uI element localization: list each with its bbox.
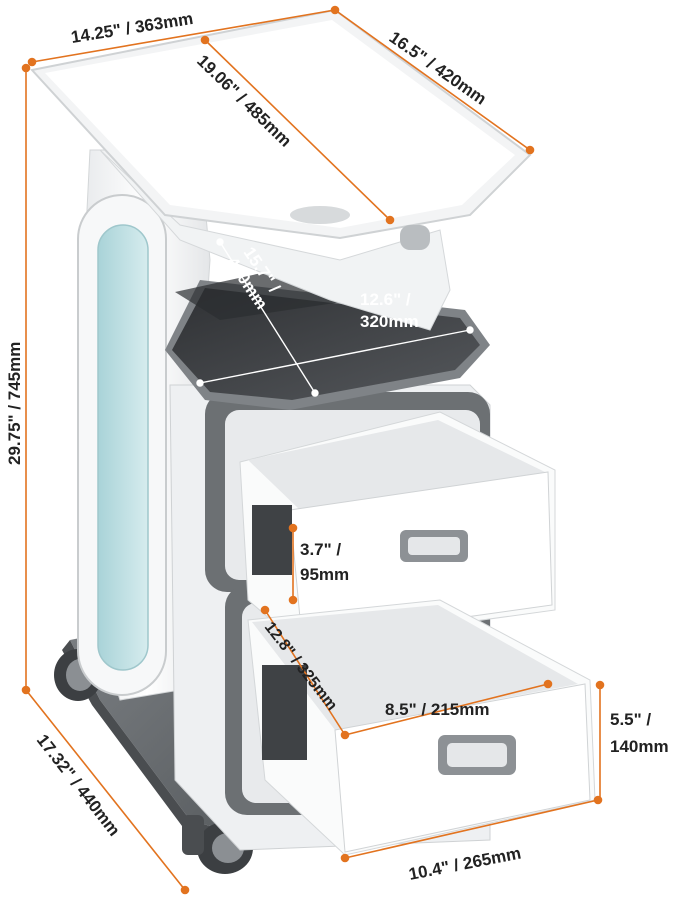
upper-drawer	[239, 411, 556, 646]
label-base-width: 10.4" / 265mm	[407, 844, 522, 884]
dimension-lines	[21, 5, 605, 895]
label-drawer-depth-imperial: 3.7" /	[300, 540, 341, 559]
label-tray-width-metric: 320mm	[360, 312, 419, 331]
label-drawer-inner-width: 8.5" / 215mm	[385, 700, 489, 719]
label-tray-width-imperial: 12.6" /	[360, 290, 411, 309]
drawer-handle-lower	[438, 735, 516, 775]
label-total-height: 29.75" / 745mm	[5, 342, 24, 465]
label-drawer-height-imperial: 5.5" /	[610, 710, 651, 729]
label-base-depth: 17.32" / 440mm	[33, 731, 124, 840]
top-tray	[30, 8, 532, 331]
label-drawer-depth-metric: 95mm	[300, 565, 349, 584]
tray-dimension-lines	[196, 238, 474, 397]
drawer-handle-upper	[400, 530, 468, 562]
lower-drawer	[247, 599, 596, 856]
label-drawer-height-metric: 140mm	[610, 737, 669, 756]
